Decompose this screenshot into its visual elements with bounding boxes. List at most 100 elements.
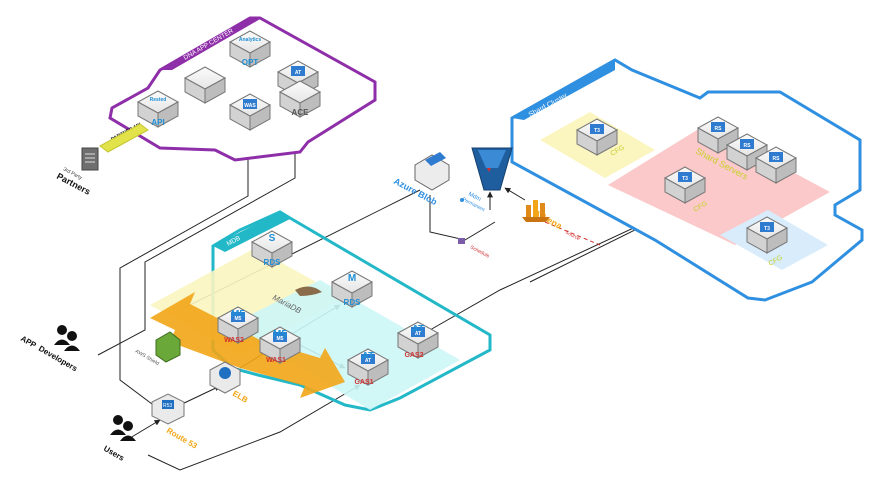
- node-was1-badge-icon: [273, 332, 287, 342]
- node-rs3-right-face: [775, 157, 797, 184]
- node-ace-right-face: [299, 91, 321, 118]
- shard-zone-title-bar: [512, 60, 615, 120]
- mariadb-icon: [295, 286, 322, 296]
- dna-zone-border: [108, 16, 377, 162]
- node-opt-right-face: [249, 41, 271, 68]
- node-was-dac-main-label: WAS: [244, 103, 256, 109]
- node-gas2-side-label: GAS2: [404, 352, 423, 359]
- node-was-dac: WAS: [228, 93, 272, 131]
- source-label: Source: [564, 229, 581, 242]
- node-rs2-badge-icon: [740, 139, 754, 149]
- users-icon: [110, 415, 136, 441]
- node-api-top-label: Rested: [150, 97, 167, 103]
- node-gas1-top-label: AT: [362, 351, 375, 362]
- node-t3-cfg-top-main-label: T3: [594, 128, 600, 134]
- node-t3-cfg-top: T3: [575, 118, 619, 156]
- node-t3-center-main-label: T3: [682, 176, 688, 182]
- mdm-icon: [460, 198, 464, 202]
- node-was-dac-badge-icon: [243, 99, 257, 109]
- node-gas1-main-label: AT: [365, 358, 371, 364]
- partners-server-icon: [81, 147, 99, 171]
- elb-label: ELB: [231, 389, 250, 405]
- node-was1-side-label: WAS1: [266, 357, 286, 364]
- node-rds-slave-right-face: [271, 241, 293, 268]
- node-dna-mid-right-face: [204, 77, 226, 104]
- was-band-arrow: [150, 292, 345, 398]
- line-dev-to-ace: [97, 117, 298, 356]
- line-users-to-route53: [129, 419, 161, 439]
- node-was1-main-label: M5: [277, 336, 284, 342]
- node-gas1-badge-icon: [361, 354, 375, 364]
- node-rs3: RS: [754, 146, 798, 184]
- node-opt-main-label: OPT: [242, 58, 259, 67]
- node-t3-center-right-face: [684, 177, 706, 204]
- node-rs1-badge-icon: [711, 122, 725, 132]
- node-was2-main-label: M5: [235, 316, 242, 322]
- line-route53-to-was: [119, 131, 251, 411]
- node-dna-mid: [183, 66, 227, 104]
- line-users-to-gas1: [147, 384, 361, 471]
- node-rds-slave-top-label: S: [269, 233, 276, 244]
- mdb-cyan-area: [230, 280, 460, 410]
- node-rds-master-top-label: M: [348, 273, 356, 284]
- line-gas2-shard: [429, 224, 641, 331]
- elb-icon: [209, 361, 241, 394]
- node-was2-badge-icon: [231, 312, 245, 322]
- app-developers-icon: [54, 325, 80, 351]
- line-r53-to-elb: [179, 385, 221, 406]
- node-rs2-main-label: RS: [744, 143, 752, 149]
- node-rds-slave: S RDS: [250, 230, 294, 268]
- node-gas2-top-label: AT: [412, 324, 425, 335]
- node-was1-top-label: M5: [273, 329, 287, 340]
- node-was-dac-right-face: [249, 104, 271, 131]
- azure-blob-icon: [414, 152, 450, 191]
- node-rds-master-main-label: RDS: [344, 298, 362, 307]
- node-rs1: RS: [696, 116, 740, 154]
- node-was2-side-label: WAS2: [224, 337, 244, 344]
- node-ace: ACE: [278, 80, 322, 118]
- route53-icon: R53: [151, 393, 185, 425]
- node-rds-master-right-face: [351, 281, 373, 308]
- node-rds-master: M RDS: [330, 270, 374, 308]
- dna-zone-title-bar: [160, 18, 262, 70]
- replication-icon: [487, 168, 491, 172]
- line-azure-perm: [429, 195, 496, 241]
- node-rs1-right-face: [717, 127, 739, 154]
- node-was2-top-label: M5: [231, 309, 245, 320]
- node-rs3-badge-icon: [769, 152, 783, 162]
- node-t3-cfg-top-badge-icon: [590, 124, 604, 134]
- s3-bucket-icon: [471, 147, 513, 191]
- node-rs1-main-label: RS: [715, 126, 723, 132]
- line-athena-schedule: [544, 221, 601, 246]
- lock-icon: [458, 238, 465, 244]
- node-rs3-main-label: RS: [773, 156, 781, 162]
- schedule-label: Schedule: [469, 244, 490, 259]
- node-t3-center-badge-icon: [678, 172, 692, 182]
- users-label: Users: [102, 444, 126, 463]
- athena-icon: [522, 200, 550, 222]
- app-developers-line1: APP: [19, 334, 38, 350]
- aws-shield-icon: [155, 331, 181, 363]
- node-gas2-badge-icon: [411, 327, 425, 337]
- node-opt-top-label: Analytics: [239, 37, 261, 43]
- node-ace-main-label: ACE: [292, 108, 310, 117]
- node-gas1-side-label: GAS1: [354, 379, 373, 386]
- node-t3-cfg-top-right-face: [596, 129, 618, 156]
- r53-icon-text: R53: [163, 403, 172, 409]
- node-at-badge-icon: [291, 66, 305, 76]
- node-gas2-main-label: AT: [415, 331, 421, 337]
- node-t3-cfg-bottom: T3: [745, 216, 789, 254]
- mdm-label-1: Mdm: [467, 191, 482, 203]
- node-api-right-face: [157, 101, 179, 128]
- route53-label: Route 53: [165, 426, 199, 451]
- node-rds-slave-main-label: RDS: [264, 258, 282, 267]
- node-gas1-right-face: [367, 359, 389, 386]
- node-was2-right-face: [237, 317, 259, 344]
